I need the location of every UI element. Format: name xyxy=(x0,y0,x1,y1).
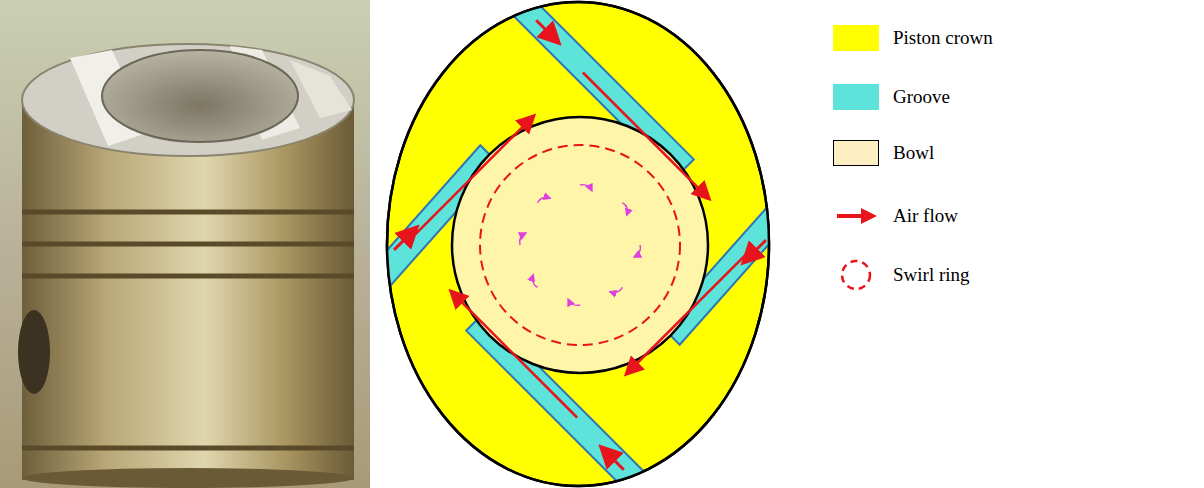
legend-row: Groove xyxy=(833,81,950,113)
legend-label: Swirl ring xyxy=(893,264,970,286)
color-swatch xyxy=(833,84,879,110)
ring-sample xyxy=(833,259,879,291)
color-swatch xyxy=(833,25,879,51)
legend-row: Bowl xyxy=(833,137,934,169)
arrow-sample xyxy=(833,200,879,232)
legend-sample-shape xyxy=(833,259,879,291)
legend-row: Piston crown xyxy=(833,22,993,54)
legend-label: Piston crown xyxy=(893,27,993,49)
legend-sample-shape xyxy=(833,200,879,232)
legend-row: Air flow xyxy=(833,200,958,232)
legend-label: Groove xyxy=(893,86,950,108)
legend-label: Air flow xyxy=(893,205,958,227)
color-swatch xyxy=(833,140,879,166)
legend-label: Bowl xyxy=(893,142,934,164)
legend-row: Swirl ring xyxy=(833,259,970,291)
